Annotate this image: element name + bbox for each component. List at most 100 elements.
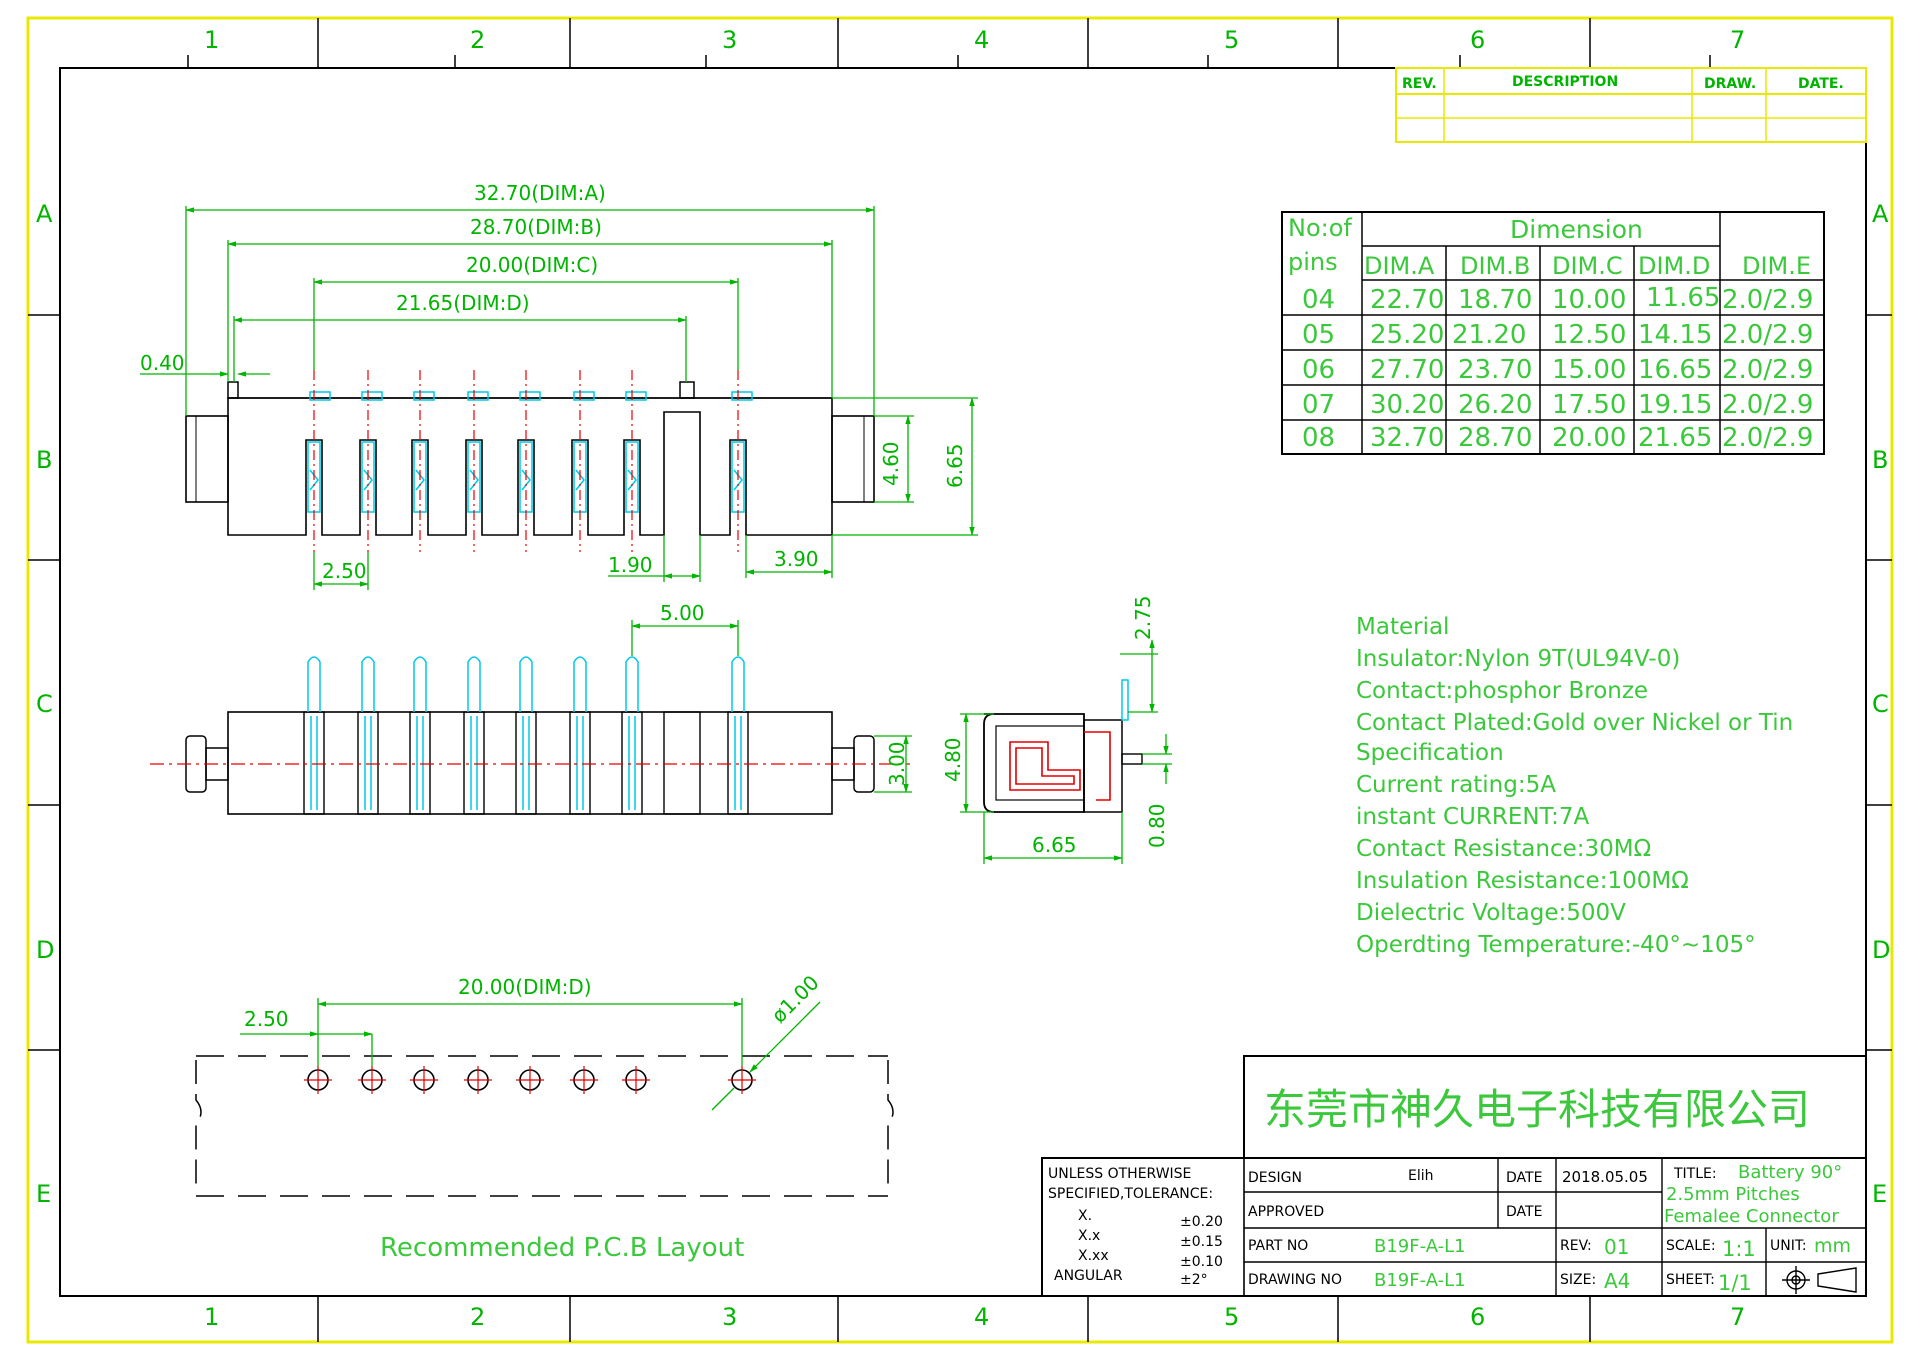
company-name: 东莞市神久电子科技有限公司 [1264, 1085, 1810, 1134]
grid-col-4-bottom: 4 [974, 1303, 989, 1331]
material-heading: Material [1356, 614, 1449, 640]
row-04-e: 2.0/2.9 [1722, 285, 1813, 315]
rev-value: 01 [1604, 1235, 1629, 1259]
grid-row-d: D [36, 936, 54, 964]
table-header-dimension: Dimension [1510, 215, 1643, 244]
row-04-pins: 04 [1302, 285, 1335, 315]
side-view: 2.75 4.80 0.80 6.65 [941, 595, 1172, 864]
tol-xxx-value: ±0.10 [1180, 1254, 1223, 1270]
row-06-b: 23.70 [1458, 355, 1532, 385]
tol-xx-value: ±0.15 [1180, 1234, 1223, 1250]
grid-row-e: E [36, 1180, 51, 1208]
pcb-caption: Recommended P.C.B Layout [380, 1233, 744, 1263]
material-plating: Contact Plated:Gold over Nickel or Tin [1356, 710, 1793, 736]
side-pin-height-label: 2.75 [1131, 595, 1155, 640]
tol-angular-label: ANGULAR [1054, 1268, 1123, 1284]
material-notes: Material Insulator:Nylon 9T(UL94V-0) Con… [1356, 614, 1793, 958]
grid-col-7-bottom: 7 [1730, 1303, 1745, 1331]
grid-row-a-right: A [1872, 200, 1889, 228]
date-value: 2018.05.05 [1562, 1168, 1648, 1186]
pcb-pitch-label: 2.50 [244, 1007, 289, 1031]
grid-row-b: B [36, 446, 52, 474]
grid-row-labels-left: A B C D E [36, 200, 54, 1208]
size-value: A4 [1604, 1269, 1630, 1293]
tol-x-value: ±0.20 [1180, 1214, 1223, 1230]
pcb-span-label: 20.00(DIM:D) [458, 975, 592, 999]
grid-row-b-right: B [1872, 446, 1888, 474]
row-05-a: 25.20 [1370, 320, 1444, 350]
material-contact: Contact:phosphor Bronze [1356, 678, 1648, 704]
grid-row-labels-right: A B C D E [1872, 200, 1890, 1208]
spec-dielectric-voltage: Dielectric Voltage:500V [1356, 900, 1626, 926]
approved-label: APPROVED [1248, 1204, 1324, 1220]
grid-row-a: A [36, 200, 53, 228]
col-dim-c: DIM.C [1552, 252, 1623, 280]
grid-col-3-bottom: 3 [722, 1303, 737, 1331]
table-header-pins-2: pins [1288, 248, 1338, 276]
row-07-b: 26.20 [1458, 390, 1532, 420]
unit-value: mm [1814, 1235, 1851, 1257]
material-insulator: Insulator:Nylon 9T(UL94V-0) [1356, 646, 1680, 672]
dim-offset-label: 0.40 [140, 351, 185, 375]
row-08-pins: 08 [1302, 423, 1335, 453]
row-05-e: 2.0/2.9 [1722, 320, 1813, 350]
grid-col-2: 2 [470, 26, 485, 54]
tolerance-heading-1: UNLESS OTHERWISE [1048, 1166, 1191, 1182]
grid-row-e-right: E [1872, 1180, 1887, 1208]
side-depth-label: 6.65 [1032, 833, 1077, 857]
specification-heading: Specification [1356, 740, 1504, 766]
row-06-pins: 06 [1302, 355, 1335, 385]
grid-col-labels-top: 1 2 3 4 5 6 7 [204, 26, 1745, 54]
col-dim-b: DIM.B [1460, 252, 1530, 280]
grid-row-c-right: C [1872, 690, 1889, 718]
row-08-a: 32.70 [1370, 423, 1444, 453]
pcb-layout: 20.00(DIM:D) 2.50 ø1.00 Recommended P.C.… [195, 970, 894, 1263]
grid-col-1: 1 [204, 26, 219, 54]
dim-height-outer-label: 6.65 [943, 443, 967, 488]
row-04-b: 18.70 [1458, 285, 1532, 315]
date-label: DATE [1506, 1170, 1542, 1186]
projection-symbol-icon [1782, 1266, 1857, 1294]
row-05-b: 21.20 [1452, 320, 1526, 350]
row-07-d: 19.15 [1638, 390, 1712, 420]
grid-row-d-right: D [1872, 936, 1890, 964]
date-header: DATE. [1798, 76, 1844, 92]
row-08-d: 21.65 [1638, 423, 1712, 453]
top-view: 32.70(DIM:A) 28.70(DIM:B) 20.00(DIM:C) 2… [140, 181, 978, 590]
row-06-c: 15.00 [1552, 355, 1626, 385]
table-rows: 04 22.70 18.70 10.00 11.65 2.0/2.9 05 25… [1302, 283, 1813, 453]
grid-col-5-bottom: 5 [1224, 1303, 1239, 1331]
design-label: DESIGN [1248, 1170, 1302, 1186]
tolerance-heading-2: SPECIFIED,TOLERANCE: [1048, 1186, 1213, 1202]
dim-a-label: 32.70(DIM:A) [474, 181, 606, 205]
row-07-e: 2.0/2.9 [1722, 390, 1813, 420]
draw-header: DRAW. [1704, 76, 1756, 92]
grid-col-1-bottom: 1 [204, 1303, 219, 1331]
scale-value: 1:1 [1722, 1237, 1756, 1261]
spec-instant-current: instant CURRENT:7A [1356, 804, 1589, 830]
title-line-2: 2.5mm Pitches [1666, 1184, 1800, 1205]
sheet-label: SHEET: [1666, 1272, 1715, 1288]
spec-contact-resistance: Contact Resistance:30MΩ [1356, 836, 1651, 862]
title-line-1: Battery 90° [1738, 1162, 1842, 1183]
row-08-c: 20.00 [1552, 423, 1626, 453]
grid-ticks [28, 18, 1892, 1342]
approved-date-label: DATE [1506, 1204, 1542, 1220]
row-08-e: 2.0/2.9 [1722, 423, 1813, 453]
row-04-a: 22.70 [1370, 285, 1444, 315]
row-04-c: 10.00 [1552, 285, 1626, 315]
row-07-a: 30.20 [1370, 390, 1444, 420]
grid-row-c: C [36, 690, 53, 718]
pcb-hole-label: ø1.00 [767, 970, 824, 1027]
dim-d-label: 21.65(DIM:D) [396, 291, 530, 315]
grid-col-3: 3 [722, 26, 737, 54]
row-07-c: 17.50 [1552, 390, 1626, 420]
size-label: SIZE: [1560, 1272, 1596, 1288]
grid-col-4: 4 [974, 26, 989, 54]
grid-col-2-bottom: 2 [470, 1303, 485, 1331]
dim-c-label: 20.00(DIM:C) [466, 253, 598, 277]
front-spacing-label: 5.00 [660, 601, 705, 625]
sheet-border-inner [59, 67, 1867, 1297]
grid-col-5: 5 [1224, 26, 1239, 54]
